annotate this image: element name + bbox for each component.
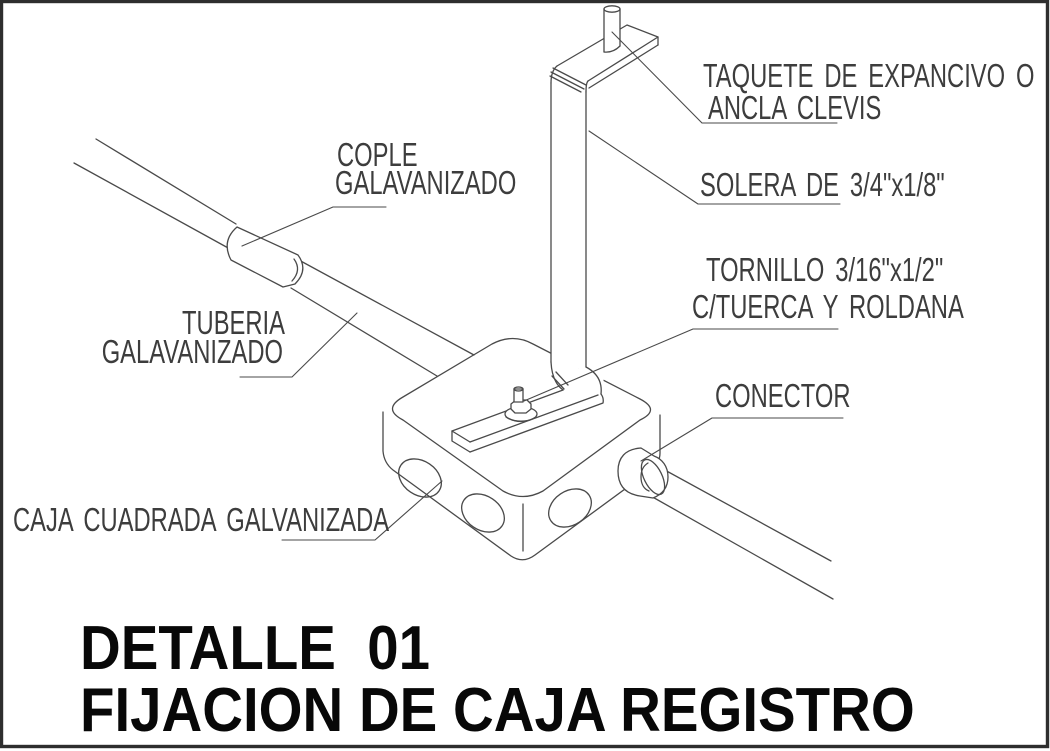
anchor-taquete (603, 5, 621, 53)
leader-caja (281, 480, 443, 541)
leader-solera (588, 130, 841, 205)
bolt-tornillo (504, 386, 538, 423)
knockout-hole (461, 493, 505, 533)
annotation-labels: TAQUETE DE EXPANCIVO O ANCLA CLEVIS SOLE… (13, 58, 1035, 539)
leader-tornillo (523, 328, 839, 402)
label-cople-line2: GALAVANIZADO (335, 165, 516, 202)
leader-conector (640, 417, 844, 462)
coupling-cople (226, 226, 304, 288)
label-tornillo-line1: TORNILLO 3/16"x1/2" (706, 252, 943, 289)
leader-lines (239, 31, 844, 541)
title-line2: FIJACION DE CAJA REGISTRO (80, 675, 915, 745)
knockout-hole (548, 488, 592, 528)
leader-cople (241, 206, 387, 247)
label-tornillo-line2: C/TUERCA Y ROLDANA (692, 289, 964, 326)
label-taquete-line2: ANCLA CLEVIS (708, 90, 881, 127)
label-cople-line1: COPLE (337, 137, 418, 174)
label-taquete-line1: TAQUETE DE EXPANCIVO O (703, 58, 1035, 95)
label-tuberia-line2: GALAVANIZADO (102, 334, 283, 371)
leader-taquete (611, 31, 838, 124)
galvanized-pipe-lower (648, 462, 834, 600)
label-solera: SOLERA DE 3/4"x1/8" (700, 167, 945, 204)
galvanized-pipe-upper (73, 138, 475, 377)
knockout-hole (398, 458, 442, 498)
leader-tuberia (239, 312, 358, 378)
label-conector: CONECTOR (715, 378, 851, 415)
connector-conector (617, 447, 669, 499)
junction-box (382, 337, 661, 561)
title-line1: DETALLE 01 (80, 613, 430, 683)
drawing-title: DETALLE 01 FIJACION DE CAJA REGISTRO (80, 613, 915, 745)
label-tuberia-line1: TUBERIA (182, 305, 286, 342)
label-caja: CAJA CUADRADA GALVANIZADA (13, 502, 390, 539)
